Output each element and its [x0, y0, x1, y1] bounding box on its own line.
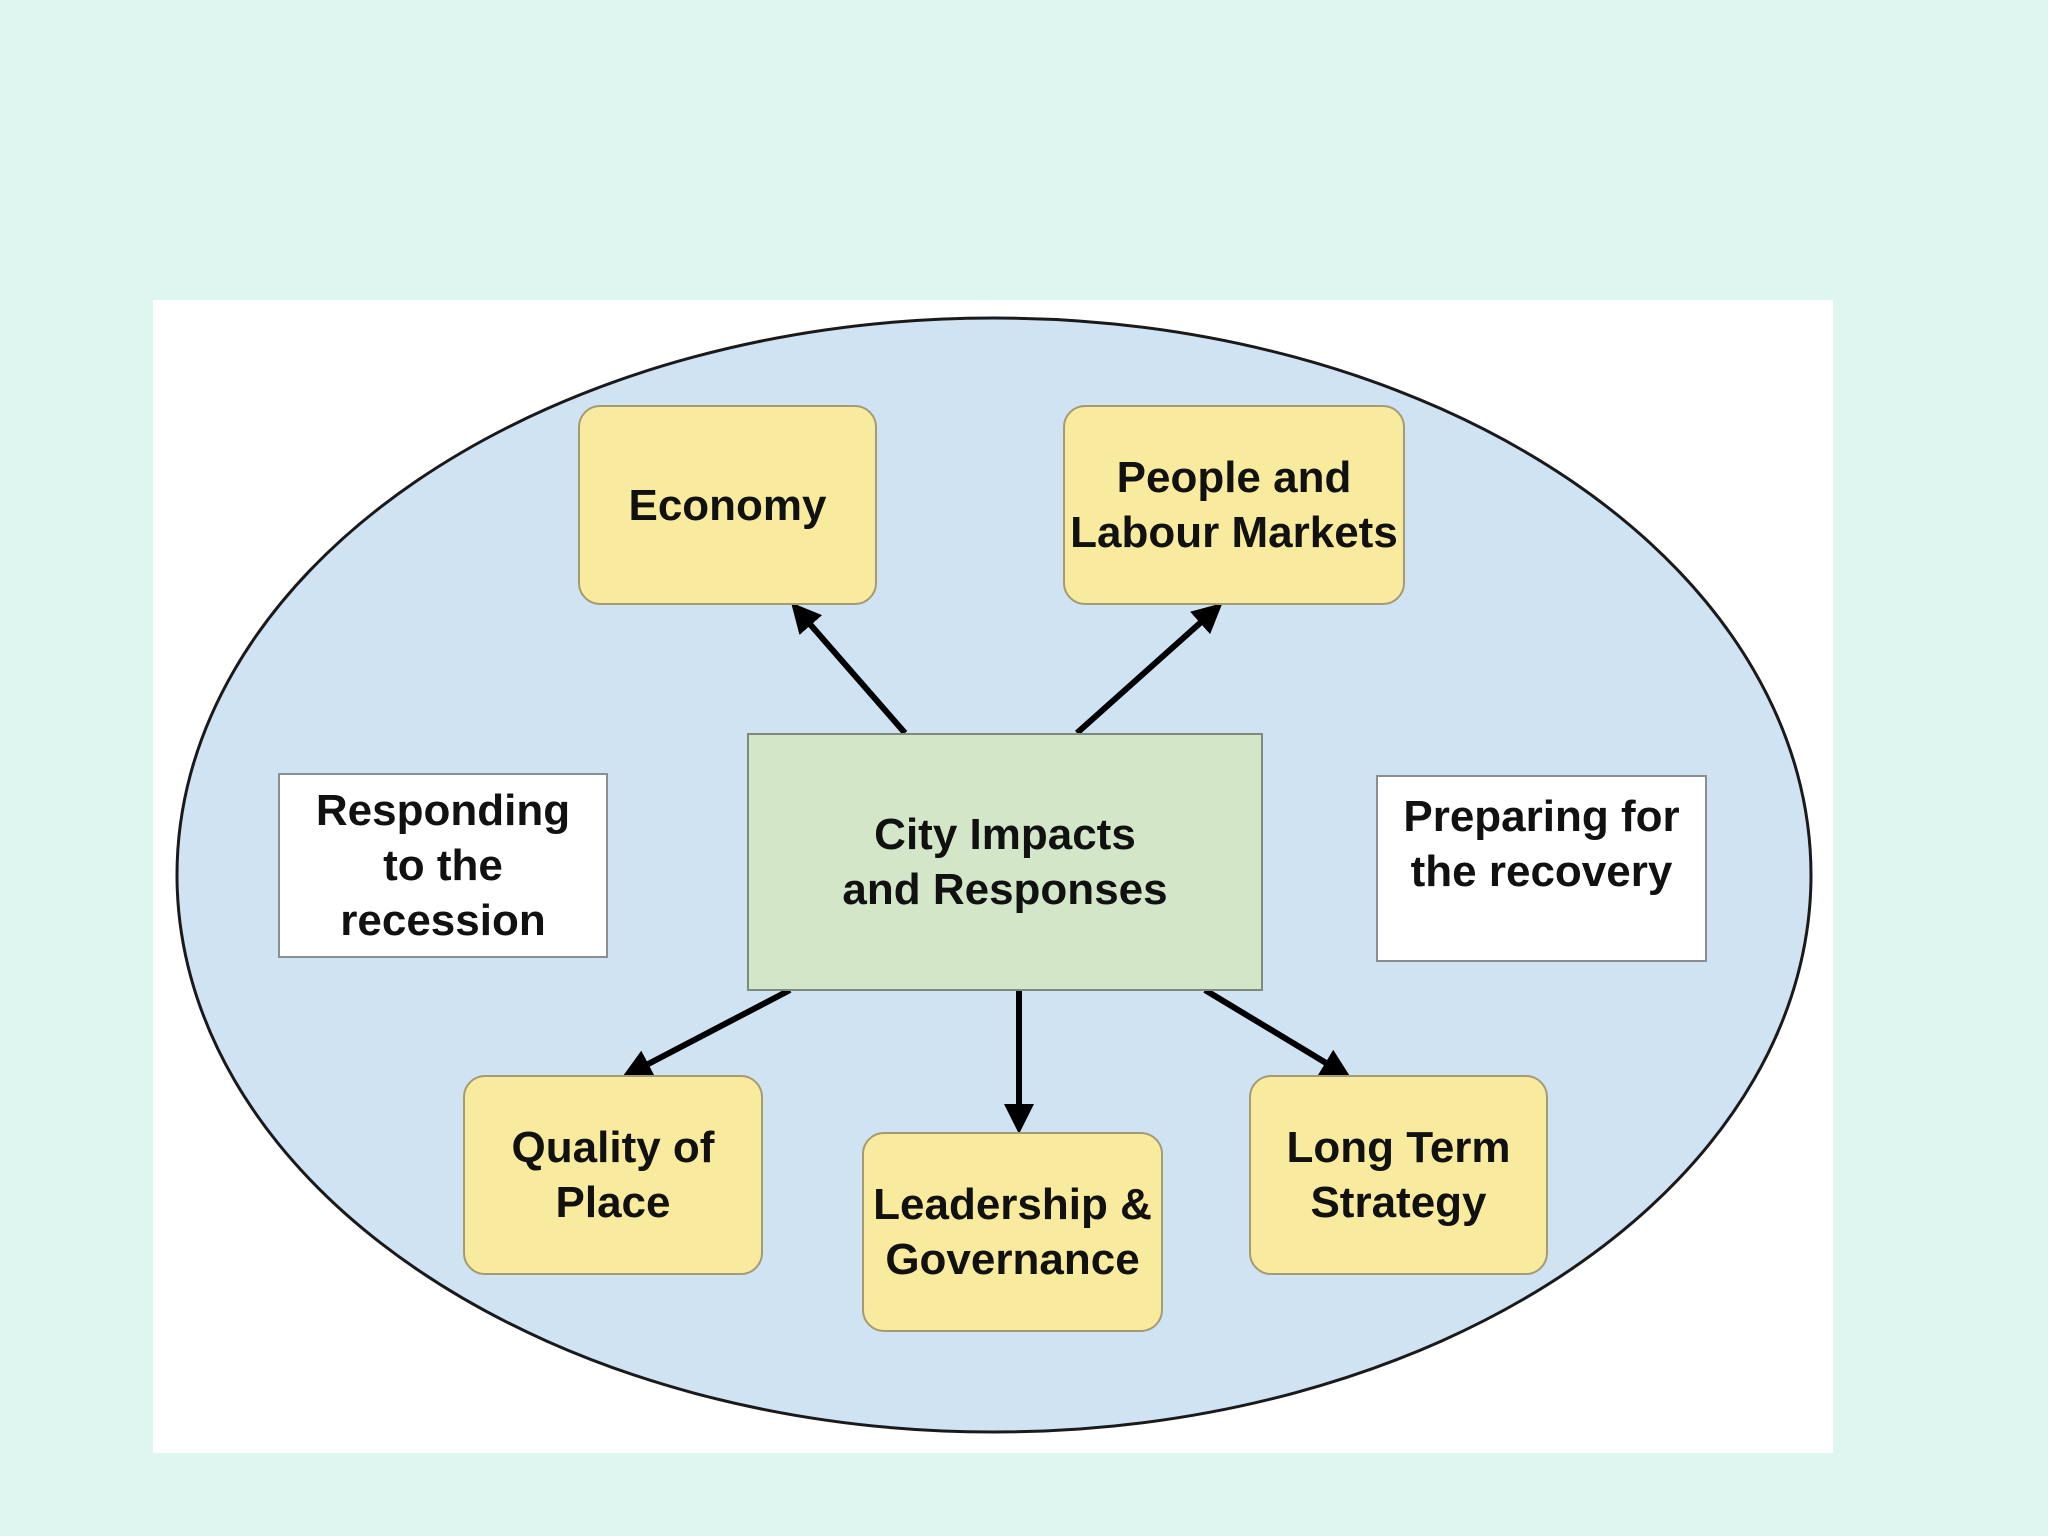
- long-term-strategy-label: Long Term Strategy: [1286, 1123, 1511, 1227]
- economy-box: Economy: [578, 405, 877, 605]
- long-term-strategy-box: Long Term Strategy: [1249, 1075, 1548, 1275]
- responding-note: Responding to the recession: [278, 773, 608, 958]
- leadership-governance-box: Leadership & Governance: [862, 1132, 1163, 1332]
- preparing-note: Preparing for the recovery: [1376, 775, 1707, 962]
- arrow-to-people-labour: [1075, 603, 1223, 736]
- center-label: City Impacts and Responses: [842, 810, 1168, 914]
- quality-of-place-box: Quality of Place: [463, 1075, 763, 1275]
- quality-of-place-label: Quality of Place: [511, 1123, 715, 1227]
- people-labour-box: People and Labour Markets: [1063, 405, 1405, 605]
- center-box: City Impacts and Responses: [747, 733, 1263, 991]
- arrow-to-quality-of-place: [621, 987, 792, 1078]
- responding-label: Responding to the recession: [315, 786, 571, 945]
- arrow-to-long-term-strategy: [1203, 987, 1352, 1079]
- preparing-label: Preparing for the recovery: [1403, 792, 1680, 896]
- economy-label: Economy: [628, 480, 827, 530]
- arrow-to-economy: [791, 602, 908, 735]
- leadership-governance-label: Leadership & Governance: [873, 1180, 1152, 1284]
- people-labour-label: People and Labour Markets: [1070, 453, 1398, 557]
